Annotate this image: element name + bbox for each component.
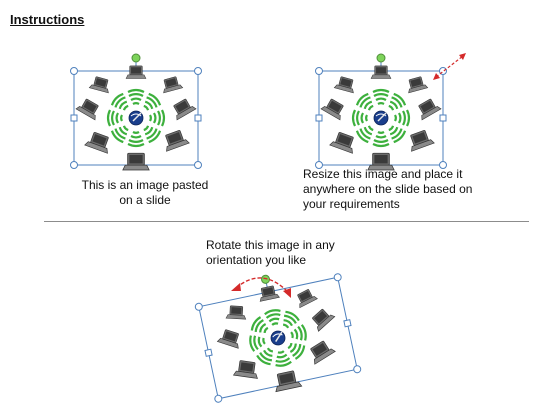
laptop-network-icon [208,275,347,402]
caption-pasted-line2: on a slide [119,193,171,207]
laptop-network-icon [76,66,196,170]
image-resize[interactable] [315,53,447,170]
caption-rotate-line2: orientation you like [206,253,307,267]
rotate-arrow-icon [231,277,291,298]
caption-pasted-line1: This is an image pasted [81,178,209,192]
page-title: Instructions [10,12,85,27]
image-rotated[interactable] [192,260,362,404]
caption-resize-line1: Resize this image and place it [303,167,463,181]
section-divider [44,221,529,222]
caption-resize: Resize this image and place it anywhere … [303,167,553,212]
caption-rotate-line1: Rotate this image in any [206,238,335,252]
caption-resize-line2: anywhere on the slide based on [303,182,473,196]
caption-resize-line3: your requirements [303,197,400,211]
laptop-network-icon [321,66,441,170]
resize-arrow-icon [433,53,466,80]
caption-pasted: This is an image pasted on a slide [60,178,230,208]
rotate-handle-icon[interactable] [261,274,271,284]
image-pasted[interactable] [70,53,202,170]
caption-rotate: Rotate this image in any orientation you… [206,238,406,268]
